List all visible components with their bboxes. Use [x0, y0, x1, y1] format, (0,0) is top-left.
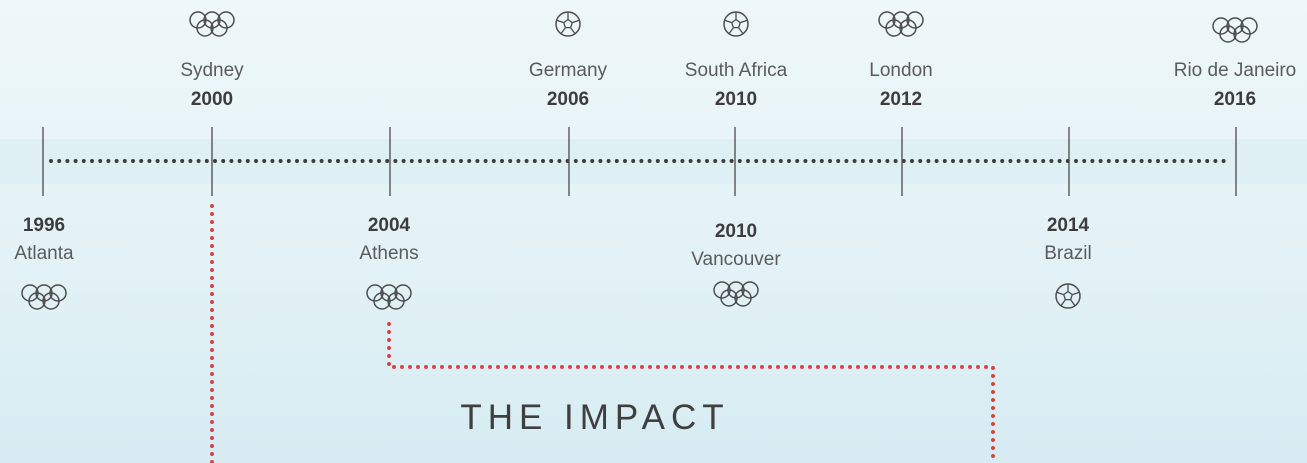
timeline-ticks [42, 127, 1237, 196]
soccer-ball-icon [723, 11, 749, 37]
event-year: 2000 [190, 89, 234, 110]
olympic-rings-icon [713, 281, 759, 307]
event-place: Athens [359, 243, 419, 264]
event-place: Vancouver [691, 249, 781, 270]
event-year: 2006 [546, 89, 590, 110]
timeline-band [0, 139, 1307, 184]
event-place: Atlanta [14, 243, 74, 264]
olympic-rings-icon [1212, 17, 1258, 43]
olympic-rings-icon [366, 284, 412, 310]
event-place: South Africa [684, 60, 788, 81]
impact-connectors [210, 204, 995, 463]
soccer-ball-icon [1055, 283, 1081, 309]
event-place: Sydney [180, 60, 244, 81]
soccer-ball-icon [555, 11, 581, 37]
event-year: 2016 [1213, 89, 1257, 110]
olympic-rings-icon [878, 11, 924, 37]
event-year: 2012 [879, 89, 923, 110]
event-place: Germany [528, 60, 608, 81]
impact-title: THE IMPACT [460, 398, 730, 437]
event-year: 2004 [367, 215, 411, 236]
event-year: 2014 [1046, 215, 1090, 236]
event-place: Rio de Janeiro [1173, 60, 1297, 81]
olympic-rings-icon [21, 284, 67, 310]
olympic-rings-icon [189, 11, 235, 37]
event-year: 2010 [714, 89, 758, 110]
event-place: London [869, 60, 933, 81]
connector-athens [387, 322, 995, 463]
event-year: 2010 [714, 221, 758, 242]
event-year: 1996 [22, 215, 66, 236]
event-place: Brazil [1044, 243, 1092, 264]
